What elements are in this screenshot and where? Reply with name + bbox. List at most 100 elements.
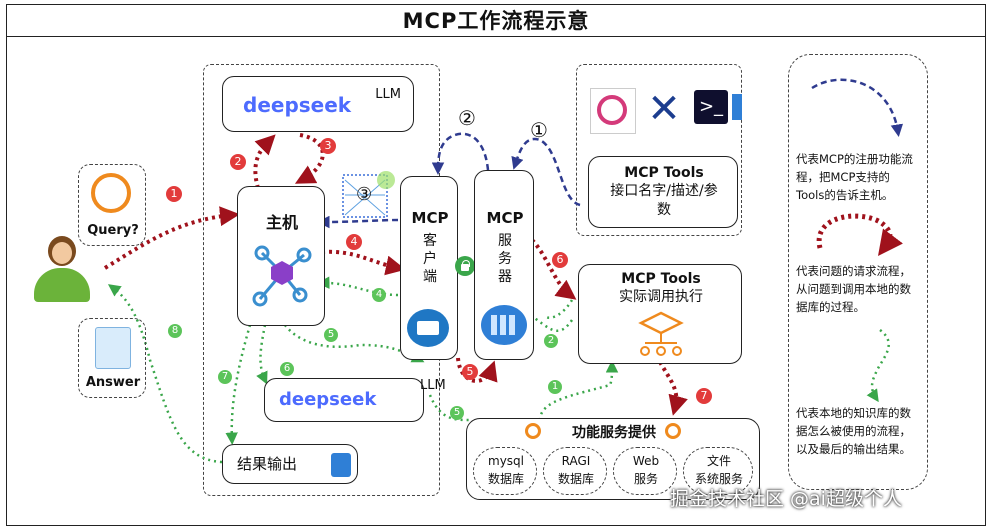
voice-query-icon [91, 173, 131, 213]
mcp-server-char3: 器 [498, 269, 512, 285]
aws-app-icon [590, 88, 636, 134]
flow-blue-1 [511, 137, 581, 207]
flow-green-2 [543, 299, 574, 319]
step-green-6: 6 [280, 362, 294, 376]
tools-register-title: MCP Tools [624, 165, 704, 181]
mcp-client-title: MCP [411, 209, 449, 227]
step-red-3: 3 [320, 138, 336, 154]
llm-top-label: LLM [375, 87, 401, 102]
legend-green-arrow [866, 329, 890, 403]
mcp-client-char3: 端 [423, 269, 437, 285]
deepseek-logo-bottom: deepseek [279, 389, 377, 410]
step-green-5: 5 [324, 328, 338, 342]
service-mysql-name: mysql [488, 454, 524, 468]
deepseek-logo: deepseek [243, 93, 352, 117]
flow-green-6 [256, 324, 268, 385]
service-rag-name: RAGI [561, 454, 591, 468]
service-web: Web 服务 [613, 447, 677, 495]
workflow-icon [638, 311, 684, 356]
services-icon-left [525, 423, 541, 439]
diagram-frame [6, 36, 986, 526]
step-red-6: 6 [552, 252, 568, 268]
host-box: 主机 [237, 186, 325, 326]
llm-bottom-label: LLM [420, 378, 446, 393]
llm-bottom-box: deepseek [264, 378, 424, 422]
server-rack-icon [481, 305, 527, 345]
flow-red-1 [103, 206, 240, 270]
mcp-client-char1: 客 [423, 233, 437, 249]
mcp-client-char2: 户 [423, 251, 437, 267]
tools-group-frame [576, 64, 742, 236]
service-file-name: 文件 [706, 454, 731, 468]
step-red-5: 5 [462, 364, 478, 380]
tools-exec-desc: 实际调用执行 [619, 289, 703, 305]
lock-icon [455, 256, 475, 276]
flow-red-2 [253, 134, 276, 189]
services-box: 功能服务提供 mysql 数据库 RAGI 数据库 Web 服务 文件 系统服务 [466, 418, 760, 500]
result-output-label: 结果输出 [237, 455, 298, 473]
tools-exec-box: MCP Tools 实际调用执行 [578, 264, 742, 364]
watermark: 掘金技术社区 @ai超级个人 [670, 488, 902, 510]
flow-red-4 [321, 249, 406, 276]
result-output-box: 结果输出 [222, 444, 358, 484]
service-mysql-type: 数据库 [487, 472, 524, 486]
legend-red-text: 代表问题的请求流程，从问题到调用本地的数据库的过程。 [796, 264, 911, 314]
mcp-server-title: MCP [486, 209, 524, 227]
tools-register-desc2: 数 [657, 202, 671, 218]
flow-green-7 [225, 324, 252, 445]
service-rag-type: 数据库 [557, 472, 594, 486]
wrench-tools-icon: ✕ [647, 86, 681, 132]
flow-red-5 [456, 357, 498, 383]
step-green-7: 7 [218, 370, 232, 384]
mcp-client-box: MCP 客 户 端 [400, 176, 458, 360]
service-rag: RAGI 数据库 [543, 447, 607, 495]
legend-green-text: 代表本地的知识库的数据怎么被使用的流程，以及最后的输出结果。 [796, 406, 911, 456]
client-icon [407, 309, 449, 347]
user-avatar [30, 234, 94, 304]
step-blue-2: ② [458, 106, 476, 130]
title-bar: MCP工作流程示意 [6, 4, 986, 36]
step-red-1: 1 [166, 186, 182, 202]
step-green-1: 1 [548, 380, 562, 394]
service-web-name: Web [632, 454, 660, 468]
step-red-2: 2 [230, 154, 246, 170]
service-mysql: mysql 数据库 [473, 447, 537, 495]
services-icon-right [665, 423, 681, 439]
legend-frame [788, 54, 928, 490]
services-title: 功能服务提供 [572, 425, 656, 441]
legend-blue-arrow [811, 78, 904, 137]
legend-blue-text: 代表MCP的注册功能流程，把MCP支持的Tools的告诉主机。 [796, 152, 913, 202]
document-check-icon [331, 453, 351, 477]
flow-green-4 [317, 276, 399, 297]
answer-label: Answer [85, 375, 141, 390]
service-web-type: 服务 [633, 472, 658, 486]
step-red-7: 7 [696, 388, 712, 404]
step-blue-1: ① [530, 118, 548, 142]
flow-green-5 [284, 324, 425, 363]
step-red-4: 4 [346, 234, 362, 250]
host-label: 主机 [265, 213, 298, 232]
query-label: Query? [87, 223, 139, 238]
step-green-2: 2 [544, 334, 558, 348]
flow-red-7 [658, 361, 688, 416]
mcp-server-char2: 务 [498, 251, 512, 267]
terminal-icon: >_ [694, 90, 728, 124]
flow-blue-3 [317, 215, 399, 229]
answer-doc-icon [95, 327, 131, 369]
mcp-server-char1: 服 [498, 233, 512, 249]
tools-exec-title: MCP Tools [621, 271, 701, 287]
flow-green-8 [107, 284, 223, 464]
flow-blue-2 [431, 132, 490, 175]
mcp-server-box: MCP 服 务 器 [474, 170, 534, 360]
tools-register-box: MCP Tools 接口名字/描述/参 数 [588, 156, 738, 228]
service-file: 文件 系统服务 [683, 447, 753, 495]
flow-red-3 [294, 133, 325, 184]
step-green-4: 4 [372, 288, 386, 302]
tools-register-desc1: 接口名字/描述/参 [610, 183, 718, 199]
step-green-8: 8 [168, 324, 182, 338]
step-green-5b: 5 [450, 406, 464, 420]
page-title: MCP工作流程示意 [402, 9, 590, 33]
hub-icon [252, 245, 312, 307]
step-blue-3: ③ [356, 184, 373, 205]
